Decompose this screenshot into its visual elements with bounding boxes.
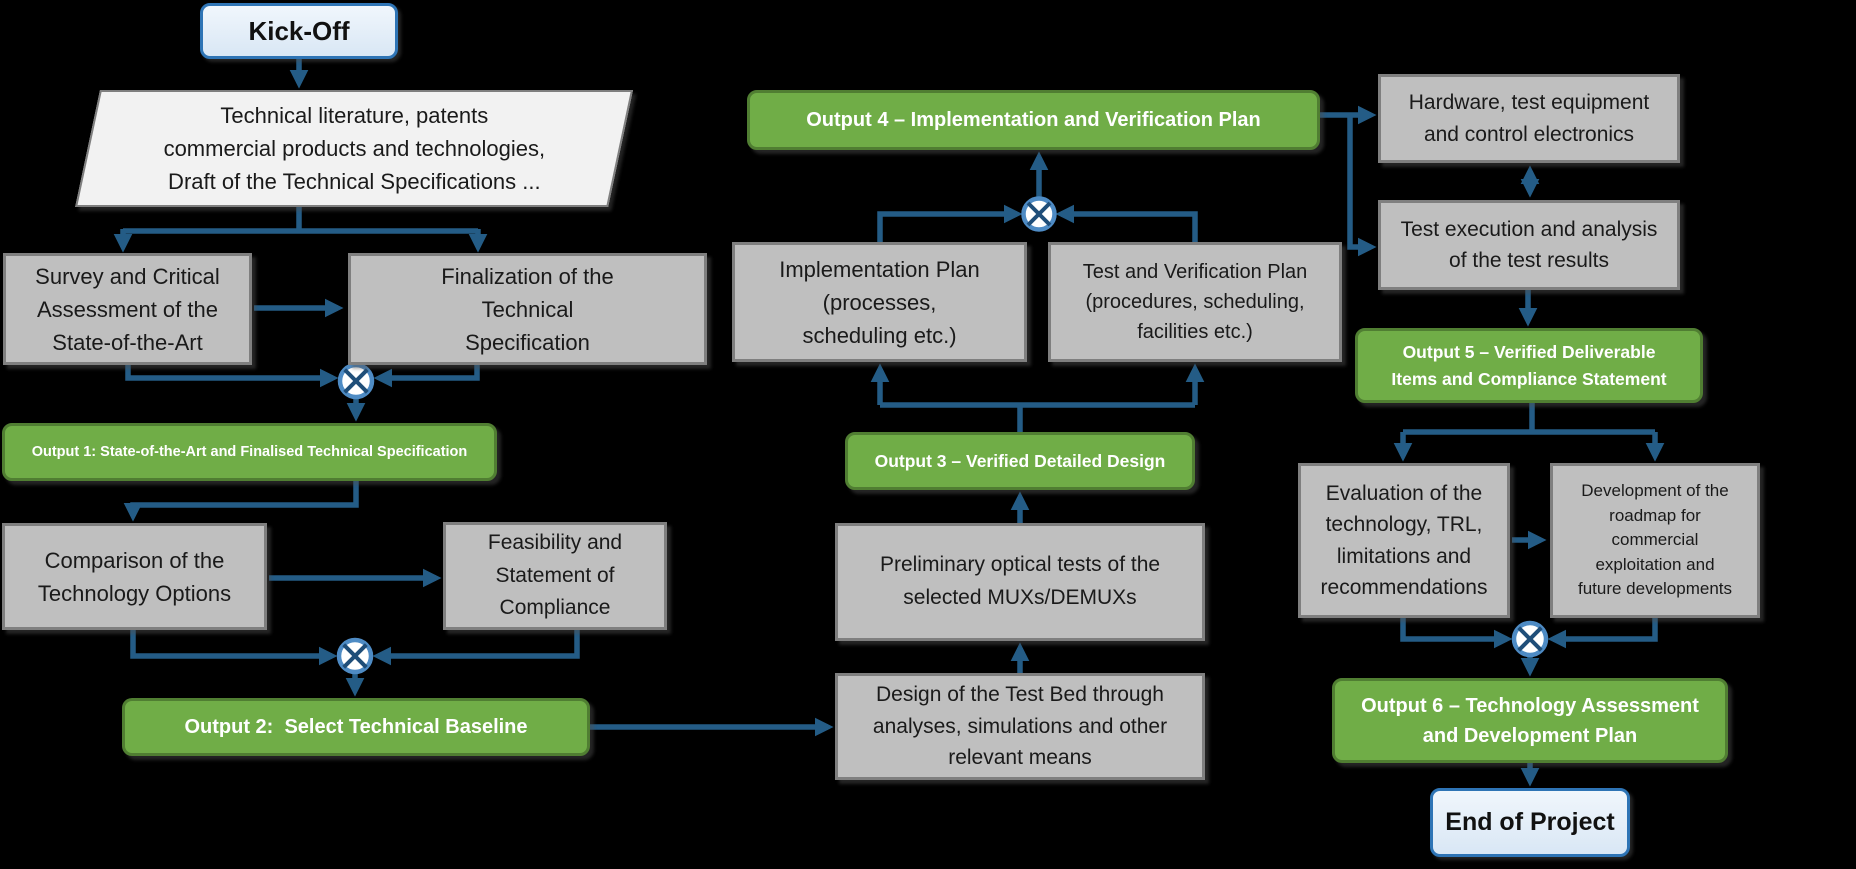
roadmap-box: Development of the roadmap for commercia… (1550, 463, 1760, 618)
inputs-parallelogram-text: Technical literature, patents commercial… (163, 103, 545, 194)
kickoff-node: Kick-Off (200, 3, 398, 59)
test-bed-design-box: Design of the Test Bed through analyses,… (835, 673, 1205, 780)
preliminary-tests-box: Preliminary optical tests of the selecte… (835, 523, 1205, 641)
evaluation-box: Evaluation of the technology, TRL, limit… (1298, 463, 1510, 618)
test-verification-plan-box: Test and Verification Plan (procedures, … (1048, 242, 1342, 362)
finalization-box: Finalization of the Technical Specificat… (348, 253, 707, 365)
xor-junction-icon (1511, 620, 1549, 658)
survey-box: Survey and Critical Assessment of the St… (3, 253, 252, 365)
xor-junction-icon (1021, 196, 1057, 232)
feasibility-box: Feasibility and Statement of Compliance (443, 522, 667, 630)
inputs-parallelogram: Technical literature, patents commercial… (75, 90, 634, 207)
output-1-bar: Output 1: State-of-the-Art and Finalised… (2, 423, 497, 481)
comparison-box: Comparison of the Technology Options (2, 523, 267, 630)
output-5-bar: Output 5 – Verified Deliverable Items an… (1355, 328, 1703, 403)
hardware-box: Hardware, test equipment and control ele… (1378, 74, 1680, 163)
implementation-plan-box: Implementation Plan (processes, scheduli… (732, 242, 1027, 362)
test-execution-box: Test execution and analysis of the test … (1378, 200, 1680, 290)
xor-junction-icon (337, 362, 375, 400)
output-4-bar: Output 4 – Implementation and Verificati… (747, 90, 1320, 150)
end-of-project-node: End of Project (1430, 788, 1630, 857)
output-6-bar: Output 6 – Technology Assessment and Dev… (1332, 678, 1728, 763)
output-2-bar: Output 2: Select Technical Baseline (122, 698, 590, 756)
output-3-bar: Output 3 – Verified Detailed Design (845, 432, 1195, 490)
xor-junction-icon (336, 637, 374, 675)
